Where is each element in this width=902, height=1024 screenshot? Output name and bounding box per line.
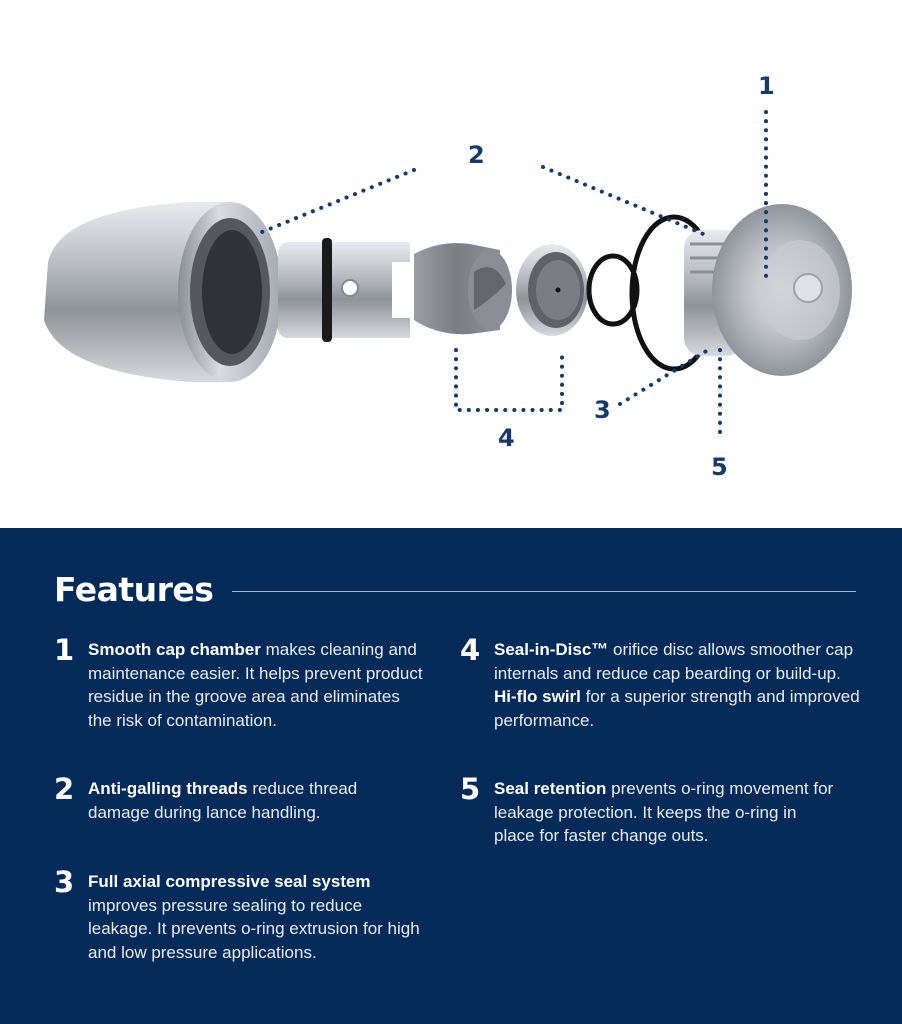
feature-item-2: 2 Anti-galling threads reduce thread dam…: [54, 775, 388, 824]
feature-title: Full axial compressive seal system: [88, 872, 371, 891]
feature-title: Seal retention: [494, 779, 607, 798]
feature-description: reduce thread damage during lance handli…: [88, 779, 358, 822]
feature-item-1: 1 Smooth cap chamber makes cleaning and …: [54, 636, 428, 732]
feature-description: orifice disc allows smoother cap interna…: [494, 640, 854, 683]
callout-5: 5: [711, 453, 728, 481]
exploded-nozzle-diagram: 1 2 3 4 5: [44, 72, 852, 481]
feature-number: 5: [460, 772, 481, 806]
feature-number: 3: [54, 865, 75, 899]
feature-title: Seal-in-Disc™: [494, 640, 609, 659]
heading-divider: [232, 591, 856, 592]
feature-item-5: 5 Seal retention prevents o-ring movemen…: [460, 775, 834, 848]
callout-1: 1: [758, 72, 775, 100]
small-oring: [586, 253, 640, 327]
features-panel: Features 1 Smooth cap chamber makes clea…: [0, 528, 902, 1024]
features-heading: Features: [54, 570, 214, 609]
feature-item-3: 3 Full axial compressive seal system imp…: [54, 868, 428, 964]
callout-4: 4: [498, 424, 515, 452]
feature-highlight: Hi-flo swirl: [494, 687, 581, 706]
callout-2: 2: [468, 141, 485, 169]
feature-title: Anti-galling threads: [88, 779, 248, 798]
cap-part: [684, 204, 852, 376]
swirl-part: [414, 243, 512, 335]
nozzle-body: [44, 202, 282, 382]
feature-item-4: 4 Seal-in-Disc™ orifice disc allows smoo…: [460, 636, 860, 732]
callout-3: 3: [594, 396, 611, 424]
orifice-disc-part: [516, 244, 588, 336]
feature-number: 4: [460, 633, 481, 667]
feature-description: prevents o-ring movement for leakage pro…: [494, 779, 834, 845]
feature-number: 1: [54, 633, 75, 667]
feature-description: makes cleaning and maintenance easier. I…: [88, 640, 423, 730]
feature-number: 2: [54, 772, 75, 806]
feature-title: Smooth cap chamber: [88, 640, 261, 659]
nozzle-parts-illustration: [44, 110, 852, 442]
feature-description-cont: for a superior strength and improved per…: [494, 687, 860, 730]
leader-lines: [260, 110, 768, 442]
feature-description: improves pressure sealing to reduce leak…: [88, 895, 420, 962]
retainer-part: [278, 238, 410, 342]
